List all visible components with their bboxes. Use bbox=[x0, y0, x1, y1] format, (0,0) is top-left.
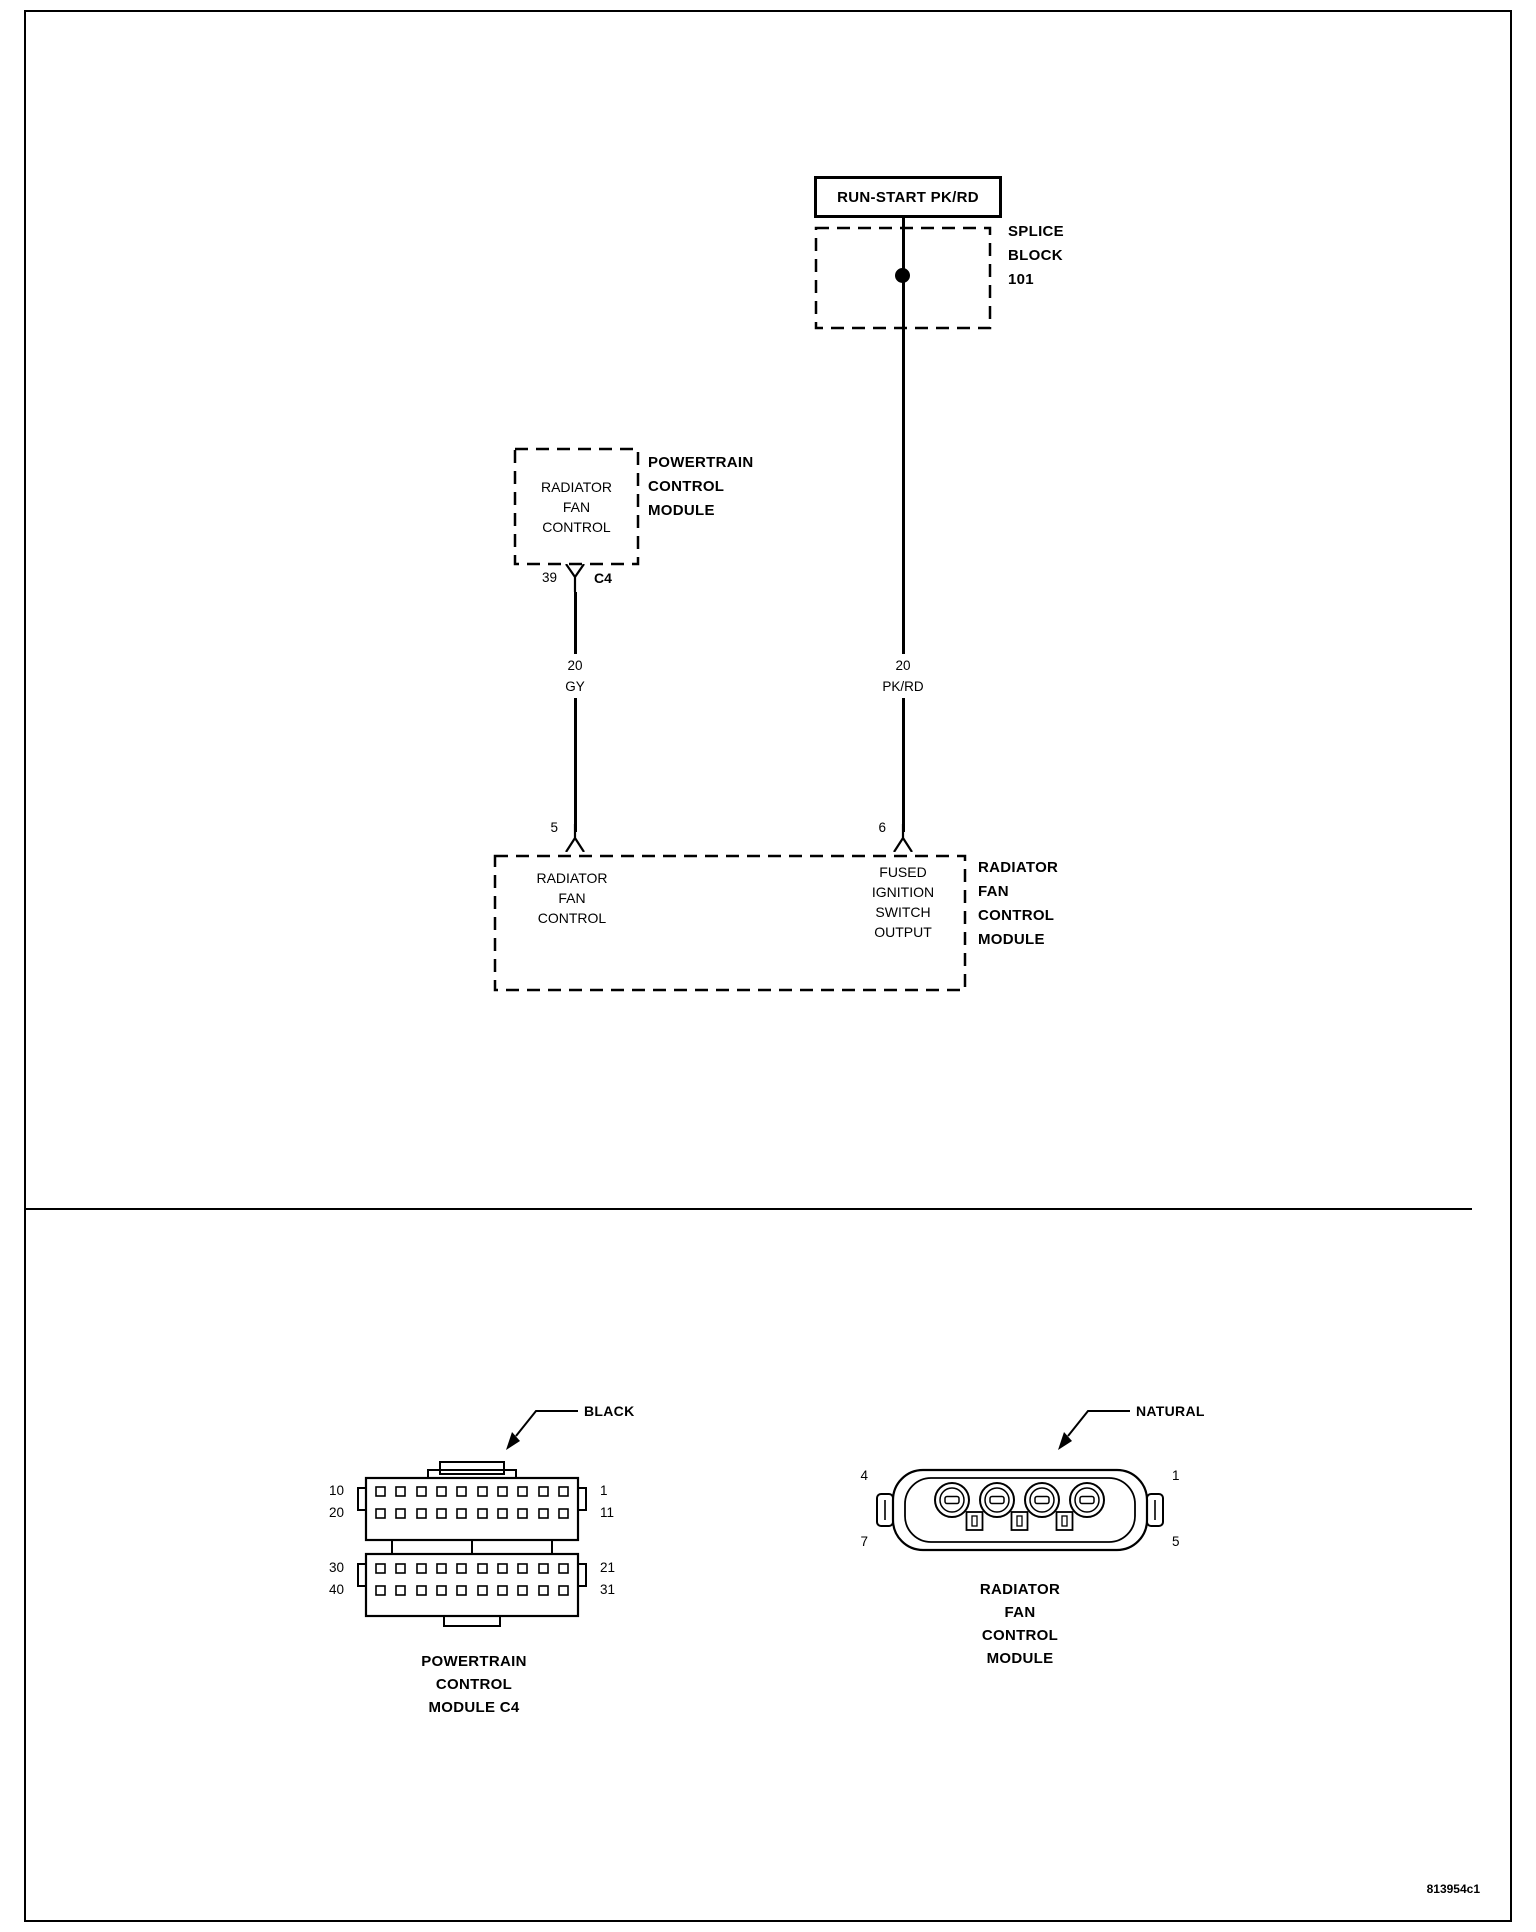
rfcm-box bbox=[493, 854, 967, 992]
pcm-box-text-line: CONTROL bbox=[542, 518, 611, 535]
rfcm-box-left-line: CONTROL bbox=[537, 910, 607, 926]
natural-arrow-icon bbox=[1058, 1410, 1130, 1450]
pcm-pin-31-label: 31 bbox=[600, 1582, 616, 1597]
wire-pkrd-label: 20 PK/RD bbox=[876, 654, 930, 698]
pcm-connector-caption-line: POWERTRAIN bbox=[421, 1653, 527, 1670]
rfcm-box-right-line: IGNITION bbox=[871, 884, 935, 900]
rfcm-connector-caption-line: CONTROL bbox=[981, 1627, 1059, 1644]
pcm-pin-40-label: 40 bbox=[328, 1582, 344, 1597]
wire-pkrd-color: PK/RD bbox=[882, 679, 924, 694]
splice-block-label-line: 101 bbox=[1008, 271, 1034, 288]
splice-block-label-line: BLOCK bbox=[1008, 247, 1063, 264]
rfcm-pin-4-label: 4 bbox=[860, 1468, 868, 1483]
rfcm-box-right-line: FUSED bbox=[879, 864, 927, 880]
rfcm-connector-drawing bbox=[876, 1468, 1164, 1552]
rfcm-connector-caption: RADIATOR FAN CONTROL MODULE bbox=[940, 1578, 1100, 1670]
wire-gy-gauge: 20 bbox=[567, 658, 583, 673]
section-divider bbox=[26, 1208, 1472, 1210]
rfcm-box-right-text: FUSED IGNITION SWITCH OUTPUT bbox=[833, 862, 973, 942]
pin-6-label: 6 bbox=[878, 820, 886, 835]
pcm-module-label-line: MODULE bbox=[648, 502, 715, 519]
black-arrow-icon bbox=[506, 1410, 578, 1450]
rfcm-pin-7-label: 7 bbox=[860, 1534, 868, 1549]
page-border bbox=[24, 10, 1512, 1922]
wire-gy-label: 20 GY bbox=[548, 654, 602, 698]
pcm-connector-caption-line: MODULE C4 bbox=[428, 1699, 520, 1716]
run-start-wire-label: RUN-START PK/RD bbox=[837, 188, 979, 206]
rfcm-box-right-line: OUTPUT bbox=[874, 924, 932, 940]
pin-5-label: 5 bbox=[550, 820, 558, 835]
splice-block-label: SPLICE BLOCK 101 bbox=[1008, 220, 1064, 292]
rfcm-connector-color-label: NATURAL bbox=[1136, 1403, 1205, 1419]
pin-39-label: 39 bbox=[541, 570, 557, 585]
pcm-module-label-line: POWERTRAIN bbox=[648, 454, 754, 471]
pcm-connector-drawing bbox=[357, 1461, 587, 1627]
rfcm-module-label-line: MODULE bbox=[978, 931, 1045, 948]
splice-block-box bbox=[814, 226, 992, 330]
pin-5-terminal-icon bbox=[565, 824, 585, 852]
pin-39-terminal-icon bbox=[565, 564, 585, 592]
pcm-module-label: POWERTRAIN CONTROL MODULE bbox=[648, 451, 754, 523]
pin-6-terminal-icon bbox=[893, 824, 913, 852]
splice-block-label-line: SPLICE bbox=[1008, 223, 1064, 240]
rfcm-connector-caption-line: FAN bbox=[1004, 1604, 1036, 1621]
pcm-pin-20-label: 20 bbox=[328, 1505, 344, 1520]
pcm-pin-11-label: 11 bbox=[600, 1505, 615, 1520]
rfcm-box-left-text: RADIATOR FAN CONTROL bbox=[502, 868, 642, 928]
wire-gy bbox=[574, 592, 577, 832]
pcm-connector-caption: POWERTRAIN CONTROL MODULE C4 bbox=[394, 1650, 554, 1719]
run-start-wire-box: RUN-START PK/RD bbox=[814, 176, 1002, 218]
rfcm-module-label-line: FAN bbox=[978, 883, 1009, 900]
rfcm-connector-caption-line: MODULE bbox=[986, 1650, 1054, 1667]
pcm-connector-caption-line: CONTROL bbox=[435, 1676, 513, 1693]
rfcm-connector-caption-line: RADIATOR bbox=[979, 1581, 1061, 1598]
rfcm-pin-1-label: 1 bbox=[1172, 1468, 1180, 1483]
splice-dot bbox=[895, 268, 910, 283]
pcm-box bbox=[513, 447, 640, 566]
pcm-box-text-line: RADIATOR bbox=[540, 478, 613, 495]
rfcm-box-left-line: FAN bbox=[558, 890, 586, 906]
pcm-box-text-line: FAN bbox=[562, 498, 591, 515]
pcm-connector-color-label: BLACK bbox=[584, 1403, 635, 1419]
wire-pk-rd bbox=[902, 212, 905, 832]
rfcm-box-right-line: SWITCH bbox=[875, 904, 931, 920]
rfcm-module-label-line: RADIATOR bbox=[978, 859, 1059, 876]
pcm-pin-30-label: 30 bbox=[328, 1560, 344, 1575]
pcm-box-text: RADIATOR FAN CONTROL bbox=[513, 447, 640, 566]
rfcm-module-label: RADIATOR FAN CONTROL MODULE bbox=[978, 856, 1058, 952]
wire-gy-color: GY bbox=[565, 679, 585, 694]
rfcm-pin-5-label: 5 bbox=[1172, 1534, 1180, 1549]
pcm-pin-10-label: 10 bbox=[328, 1483, 344, 1498]
pcm-module-label-line: CONTROL bbox=[648, 478, 725, 495]
wire-pkrd-gauge: 20 bbox=[895, 658, 911, 673]
pcm-pin-1-label: 1 bbox=[600, 1483, 608, 1498]
pcm-pin-21-label: 21 bbox=[600, 1560, 616, 1575]
document-code: 813954c1 bbox=[1426, 1882, 1480, 1896]
rfcm-box-left-line: RADIATOR bbox=[536, 870, 608, 886]
rfcm-module-label-line: CONTROL bbox=[978, 907, 1055, 924]
connector-c4-label: C4 bbox=[594, 570, 612, 586]
